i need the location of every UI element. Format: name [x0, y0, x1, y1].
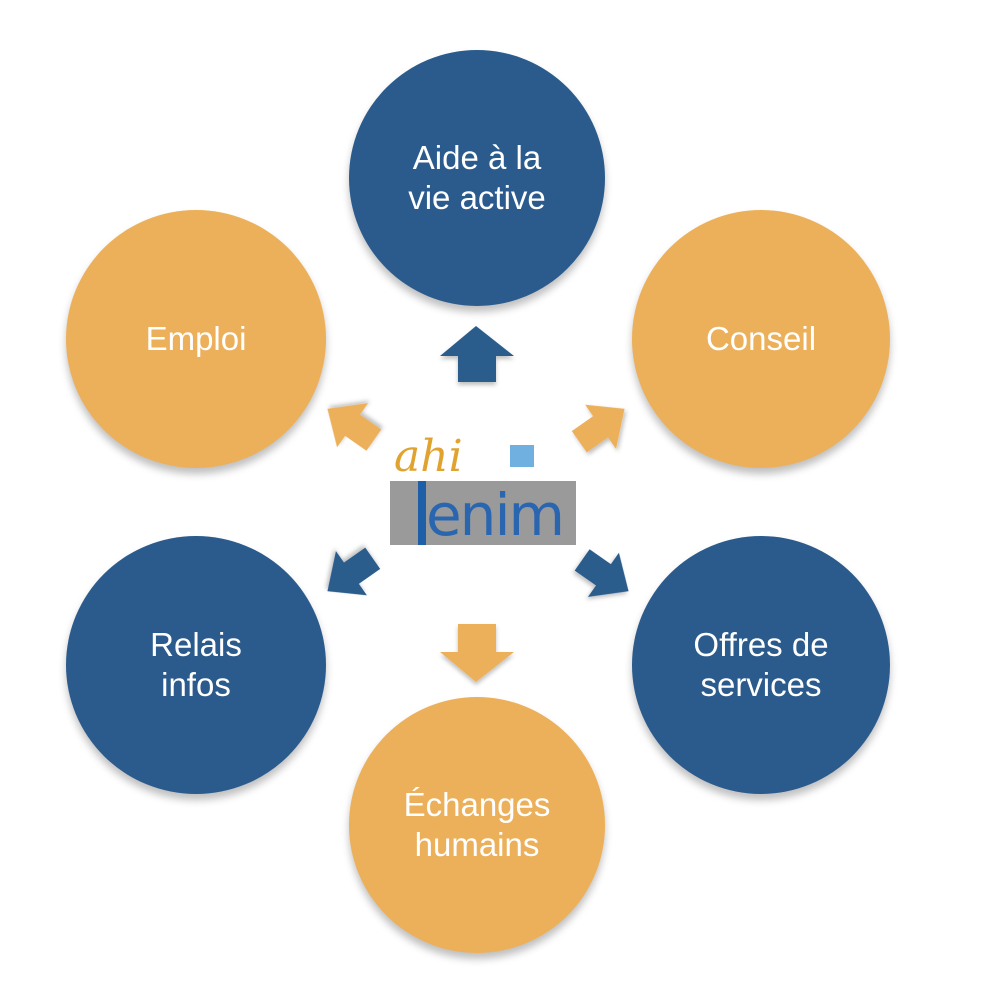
logo-bar — [418, 481, 426, 545]
arrow-lower-left — [327, 547, 381, 596]
logo-bottom-text: enim — [426, 481, 565, 549]
arrow-upper-left — [327, 403, 382, 451]
node-label: Conseil — [705, 320, 817, 357]
node-echanges-humains: Échanges humains — [349, 697, 605, 953]
node-label: Échanges humains — [403, 786, 551, 863]
node-label: Aide à la vie active — [408, 139, 546, 216]
node-emploi: Emploi — [66, 210, 326, 468]
logo-bottom-band: enim — [390, 481, 576, 545]
node-label: Emploi — [145, 320, 247, 357]
arrow-lower-right — [574, 549, 629, 597]
node-offres-services: Offres de services — [632, 536, 890, 794]
node-conseil: Conseil — [632, 210, 890, 468]
node-relais-infos: Relais infos — [66, 536, 326, 794]
node-aide-vie-active: Aide à la vie active — [349, 50, 605, 306]
node-label: Offres de services — [693, 626, 829, 703]
logo-square — [510, 445, 534, 467]
arrow-down — [440, 624, 514, 682]
center-logo: ahi enim — [390, 433, 576, 545]
logo-top-text: ahi — [394, 431, 463, 482]
arrow-upper-right — [571, 404, 625, 453]
node-label: Relais infos — [150, 626, 242, 703]
arrow-up — [440, 326, 514, 382]
